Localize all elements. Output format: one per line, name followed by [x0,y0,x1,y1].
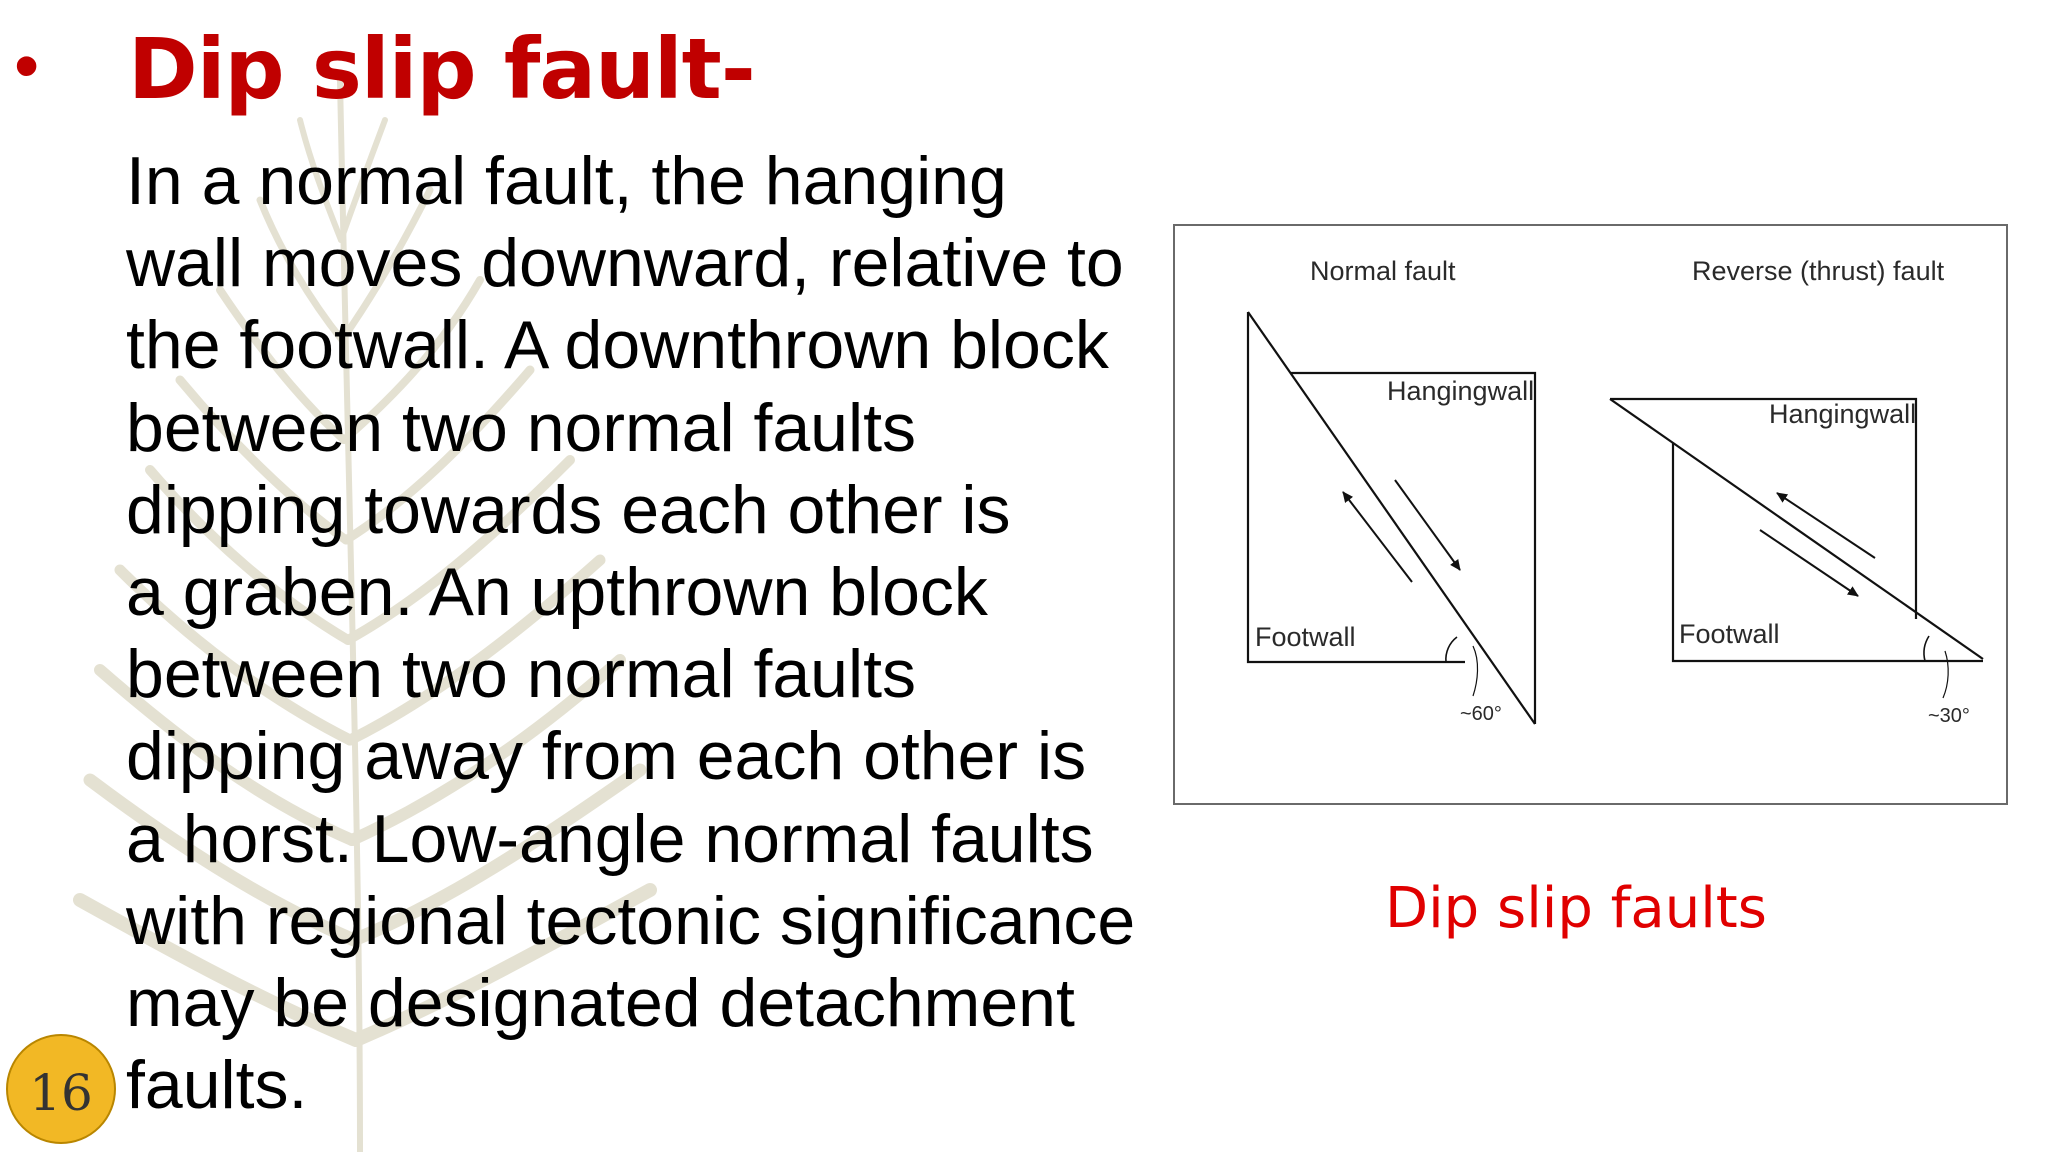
slide-title: Dip slip fault- [128,20,756,118]
body-line: with regional tectonic significance [126,882,1136,959]
normal-footwall-label: Footwall [1255,622,1356,652]
reverse-angle-label: ~30° [1928,705,1970,727]
fault-diagram: Normal fault Hangingwall Footwall ~60° [1246,256,1984,727]
reverse-hangingwall-label: Hangingwall [1769,399,1916,429]
reverse-fault-title: Reverse (thrust) fault [1692,256,1945,286]
body-line: the footwall. A downthrown block [126,307,1109,384]
body-line: a horst. Low-angle normal faults [126,800,1094,877]
body-line: between two normal faults [126,636,916,713]
footwall-up-arrow [1342,491,1413,583]
reverse-footwall-label: Footwall [1679,619,1780,649]
figure-caption: Dip slip faults [1385,876,1767,941]
body-line: dipping away from each other is [126,718,1087,795]
normal-fault-diagram: Normal fault Hangingwall Footwall ~60° [1246,256,1537,725]
body-line: dipping towards each other is [126,471,1011,548]
hanging-down-arrow [1394,479,1461,571]
body-line: may be designated detachment [126,965,1075,1042]
page-number: 16 [29,1064,93,1122]
body-line: between two normal faults [126,389,916,466]
body-line: In a normal fault, the hanging [126,143,1007,219]
hanging-wall-outline [1292,290,1535,602]
normal-hangingwall-label: Hangingwall [1387,376,1534,406]
title-row: • Dip slip fault- [14,14,756,124]
reverse-fault-diagram: Reverse (thrust) fault Hangingwall Footw… [1609,256,1984,727]
fault-diagram-figure: Normal fault Hangingwall Footwall ~60° [1173,224,2008,805]
body-line: a graben. An upthrown block [126,554,988,631]
body-paragraph: In a normal fault, the hanging wall move… [126,140,1156,1126]
normal-angle-label: ~60° [1460,703,1502,725]
reverse-up-arrow [1776,492,1876,559]
reverse-down-arrow [1759,529,1859,597]
normal-fault-title: Normal fault [1310,256,1456,286]
body-line: faults. [126,1047,308,1124]
title-bullet: • [14,26,40,106]
fern-watermark-icon [73,77,657,1152]
page-number-badge: 16 [6,1034,116,1144]
body-line: wall moves downward, relative to [126,225,1124,302]
